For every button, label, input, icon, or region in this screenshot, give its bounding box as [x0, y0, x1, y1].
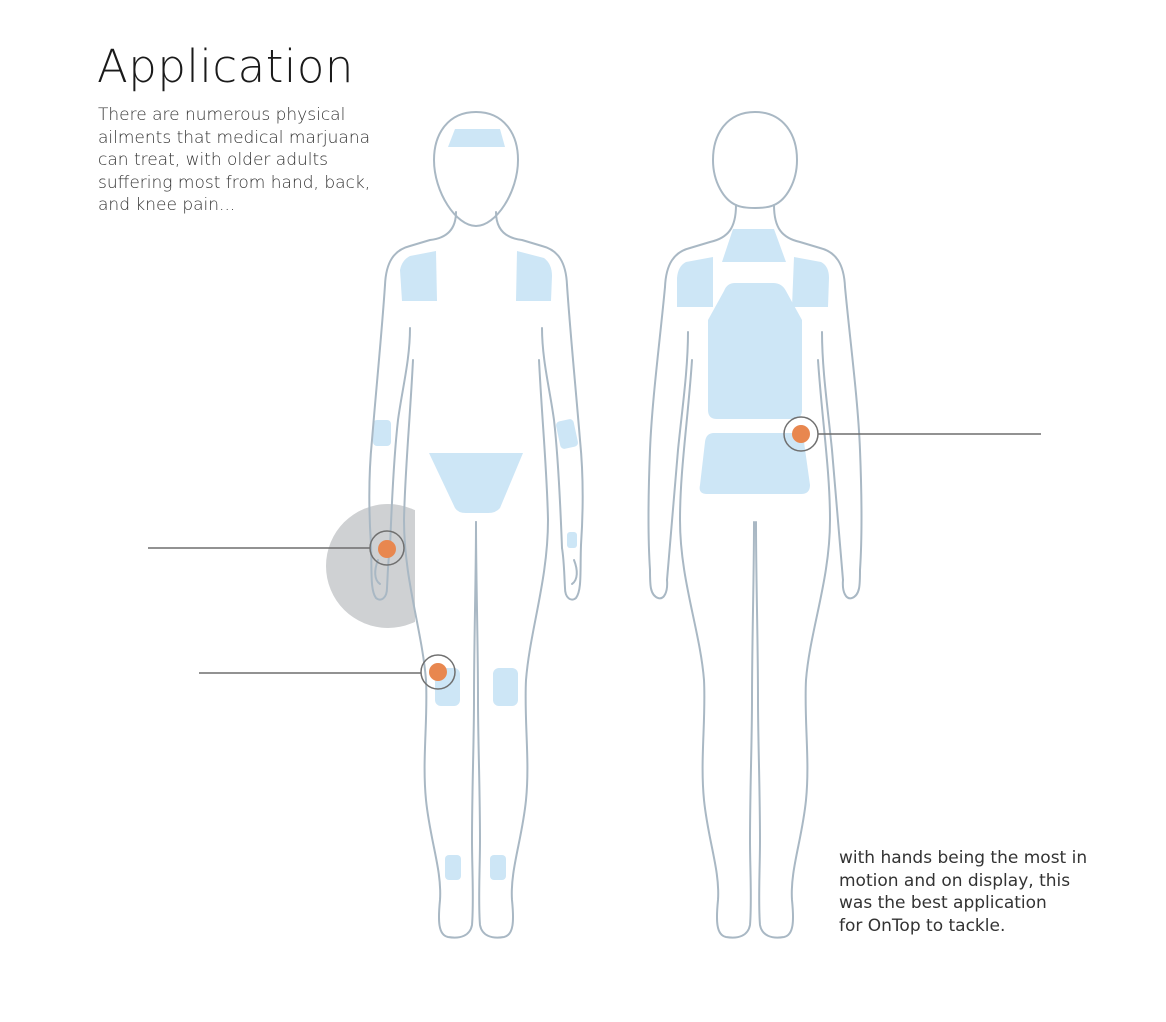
lower-abdomen-patch [429, 453, 523, 513]
intro-paragraph: There are numerous physical ailments tha… [98, 105, 371, 215]
right-hand-patch [567, 532, 577, 548]
lower-back-patch [699, 433, 810, 494]
right-knee-patch [493, 668, 518, 706]
left-shoulder-patch [400, 251, 437, 301]
hand-pain-marker [369, 530, 405, 566]
front-outline [368, 111, 584, 939]
back-pain-marker [783, 416, 819, 452]
back-outline [647, 111, 863, 939]
left-back-shoulder-patch [677, 257, 713, 307]
left-ankle-patch [445, 855, 461, 880]
outro-paragraph: with hands being the most in motion and … [839, 848, 1088, 936]
right-ankle-patch [490, 855, 506, 880]
right-back-shoulder-patch [792, 257, 829, 307]
page-title: Application [97, 40, 354, 93]
neck-patch [722, 229, 786, 262]
leader-lines [148, 433, 1041, 674]
right-wrist-patch [556, 419, 578, 449]
back-figure [647, 111, 863, 939]
knee-pain-marker [420, 654, 456, 690]
back-patches [677, 229, 829, 494]
left-wrist-patch [373, 420, 391, 446]
forehead-patch [448, 129, 505, 147]
right-shoulder-patch [516, 251, 552, 301]
upper-back-patch [708, 283, 802, 419]
